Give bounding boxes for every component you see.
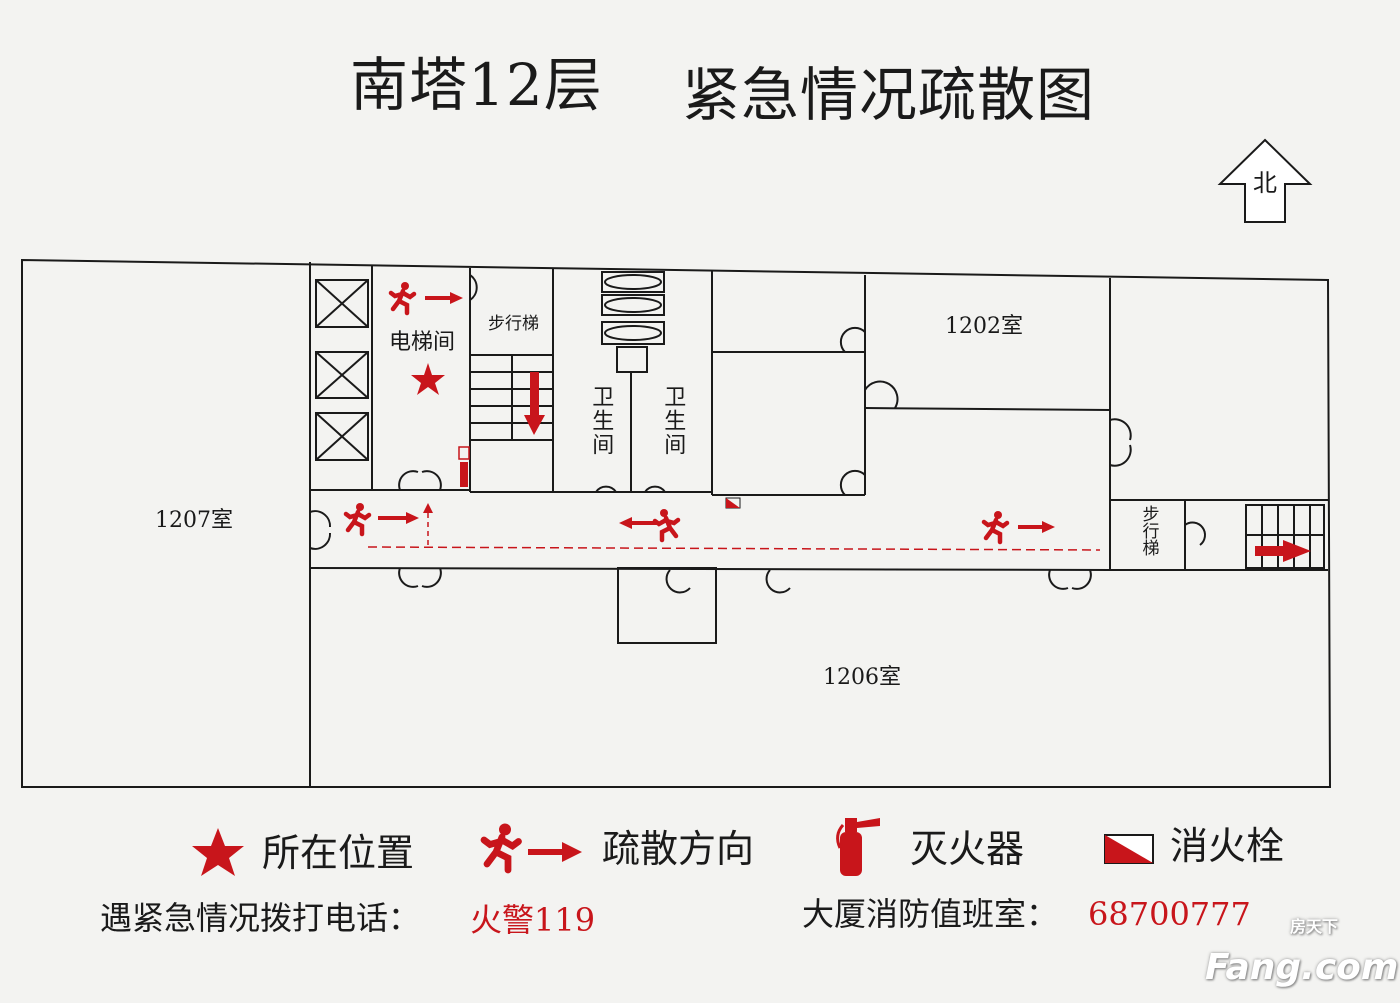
duty-number: 68700777 [1088, 895, 1251, 933]
north-arrow-icon [1217, 138, 1313, 223]
current-location-star-icon [411, 363, 445, 395]
toilet-label: 卫生间 [588, 385, 614, 457]
running-man-arrow-icon [484, 824, 582, 871]
fire-hydrant-icon [1104, 834, 1154, 864]
north-label: 北 [1253, 169, 1277, 197]
fire-extinguisher-icon [836, 818, 880, 876]
stairs-label-2: 步行梯 [1138, 505, 1159, 556]
map-title: 紧急情况疏散图 [682, 61, 1096, 129]
star-icon [192, 828, 244, 876]
floor-title: 南塔12层 [350, 51, 603, 119]
elevator-hall-label: 电梯间 [389, 330, 456, 355]
legend-evacuation-label: 疏散方向 [602, 827, 755, 871]
stairs-label: 步行梯 [488, 314, 539, 334]
room-1202-label: 1202室 [945, 314, 1023, 339]
duty-room-label: 大厦消防值班室： [802, 895, 1059, 933]
room-1206-label: 1206室 [823, 665, 901, 690]
watermark-en: Fang.com [1205, 947, 1399, 988]
toilet-label-2: 卫生间 [660, 385, 686, 457]
watermark-cn: 房天下 [1290, 917, 1339, 936]
fire-number: 火警119 [470, 901, 596, 939]
legend-extinguisher-label: 灭火器 [910, 827, 1025, 871]
room-1207-label: 1207室 [155, 508, 233, 533]
emergency-call-label: 遇紧急情况拨打电话： [100, 899, 421, 937]
legend-location-label: 所在位置 [262, 831, 415, 875]
legend-hydrant-label: 消火栓 [1170, 824, 1285, 868]
